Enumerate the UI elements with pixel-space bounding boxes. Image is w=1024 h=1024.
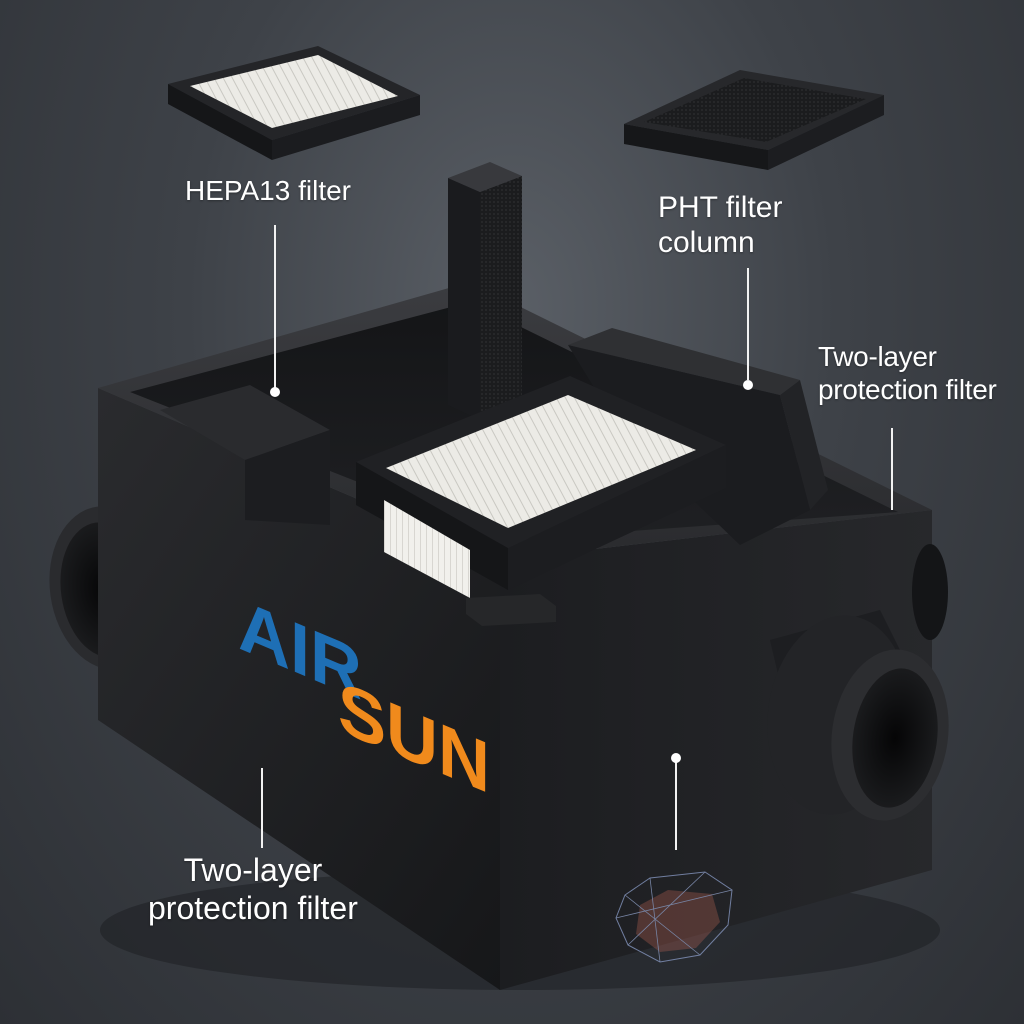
label-two-layer-filter-bottom: Two-layer protection filter (148, 852, 358, 928)
label-two-layer-bottom-line2: protection filter (148, 890, 358, 928)
label-two-layer-right-line1: Two-layer (818, 340, 997, 373)
label-two-layer-filter-right: Two-layer protection filter (818, 340, 997, 406)
pht-filter-cartridge (624, 70, 884, 170)
label-two-layer-bottom-line1: Two-layer (148, 852, 358, 890)
label-pht-filter-column: PHT filter column (658, 190, 782, 261)
label-two-layer-right-line2: protection filter (818, 373, 997, 406)
retainer-clip (466, 594, 556, 626)
label-hepa13-filter: HEPA13 filter (185, 174, 351, 207)
label-pht-line1: PHT filter (658, 190, 782, 225)
label-pht-line2: column (658, 225, 782, 260)
hepa13-filter-cartridge (168, 46, 420, 160)
pht-filter-column (448, 162, 522, 420)
